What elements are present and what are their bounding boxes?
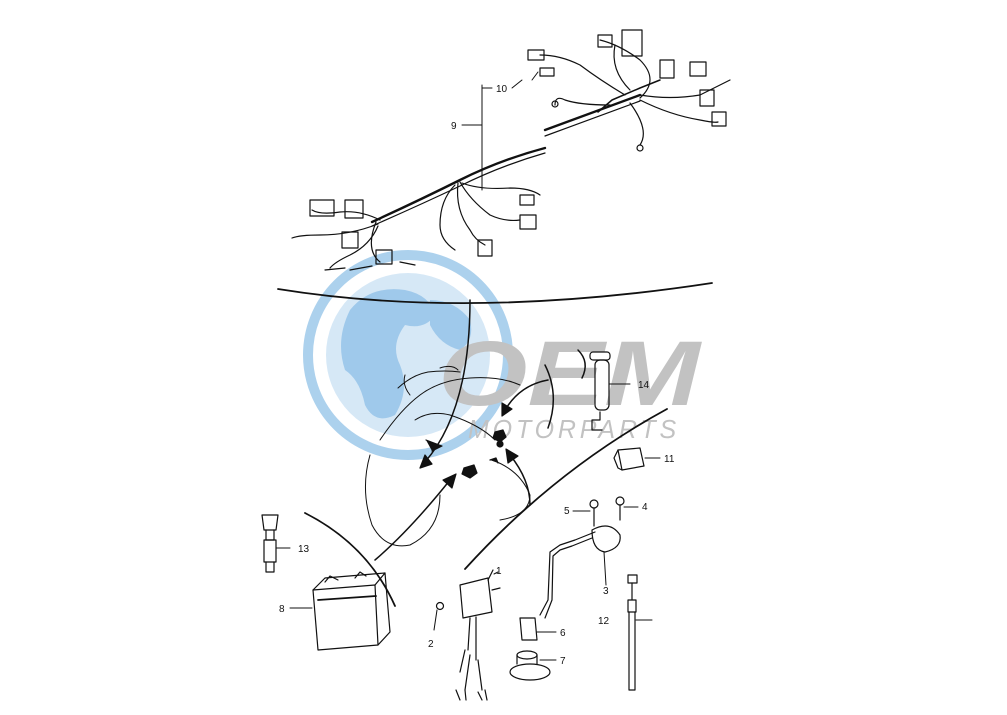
callout-1: 1 xyxy=(496,566,502,577)
callout-11: 11 xyxy=(664,454,675,465)
harness-connector xyxy=(477,239,493,257)
callout-13: 13 xyxy=(298,544,310,555)
harness-connector xyxy=(309,199,335,217)
callout-14: 14 xyxy=(638,380,650,391)
harness-connector xyxy=(659,59,675,79)
part-12-strap xyxy=(627,574,653,691)
callout-5: 5 xyxy=(564,506,570,517)
callout-12: 12 xyxy=(598,616,610,627)
part-4-5-bolts xyxy=(572,496,639,527)
callout-9: 9 xyxy=(451,121,457,132)
callout-2: 2 xyxy=(428,639,434,650)
wiring-harness xyxy=(291,29,731,271)
callout-10: 10 xyxy=(496,84,508,95)
harness-connector xyxy=(711,111,727,127)
harness-connector xyxy=(689,61,707,77)
callout-3: 3 xyxy=(603,586,609,597)
part-2-screw xyxy=(433,601,445,631)
watermark-globe-icon xyxy=(303,250,513,460)
callout-labels: 1 2 3 4 5 6 7 8 9 10 11 12 13 14 xyxy=(279,84,675,667)
motorcycle-outline xyxy=(364,365,531,547)
harness-connector xyxy=(621,29,643,57)
watermark: OEM MOTORPARTS xyxy=(303,250,703,460)
harness-connector xyxy=(344,199,364,219)
part-11-relay xyxy=(613,447,661,471)
watermark-brand: OEM xyxy=(438,323,703,425)
part-3-ignition-coil xyxy=(539,525,621,619)
part-7-cap xyxy=(509,650,557,681)
harness-connector xyxy=(519,194,535,206)
part-14-tube xyxy=(589,351,631,431)
harness-connector xyxy=(597,34,613,48)
part-1-cdi-unit xyxy=(455,569,501,701)
harness-connector xyxy=(375,249,393,265)
separator-curve-mid xyxy=(544,364,555,429)
separator-curve-top xyxy=(277,282,713,305)
harness-connector xyxy=(527,49,545,61)
callout-4: 4 xyxy=(642,502,648,513)
part-6-plug-cap xyxy=(519,617,557,641)
part-13-fuse xyxy=(261,514,291,573)
harness-connector xyxy=(699,89,715,107)
callout-6: 6 xyxy=(560,628,566,639)
harness-connector xyxy=(341,231,359,249)
harness-connector xyxy=(519,214,537,230)
callout-7: 7 xyxy=(560,656,566,667)
separator-curve-short xyxy=(577,349,586,379)
part-8-battery xyxy=(289,571,391,651)
callout-8: 8 xyxy=(279,604,285,615)
separator-curve-left xyxy=(304,512,396,607)
harness-connector xyxy=(539,67,555,77)
separator-curve-right xyxy=(464,408,668,570)
